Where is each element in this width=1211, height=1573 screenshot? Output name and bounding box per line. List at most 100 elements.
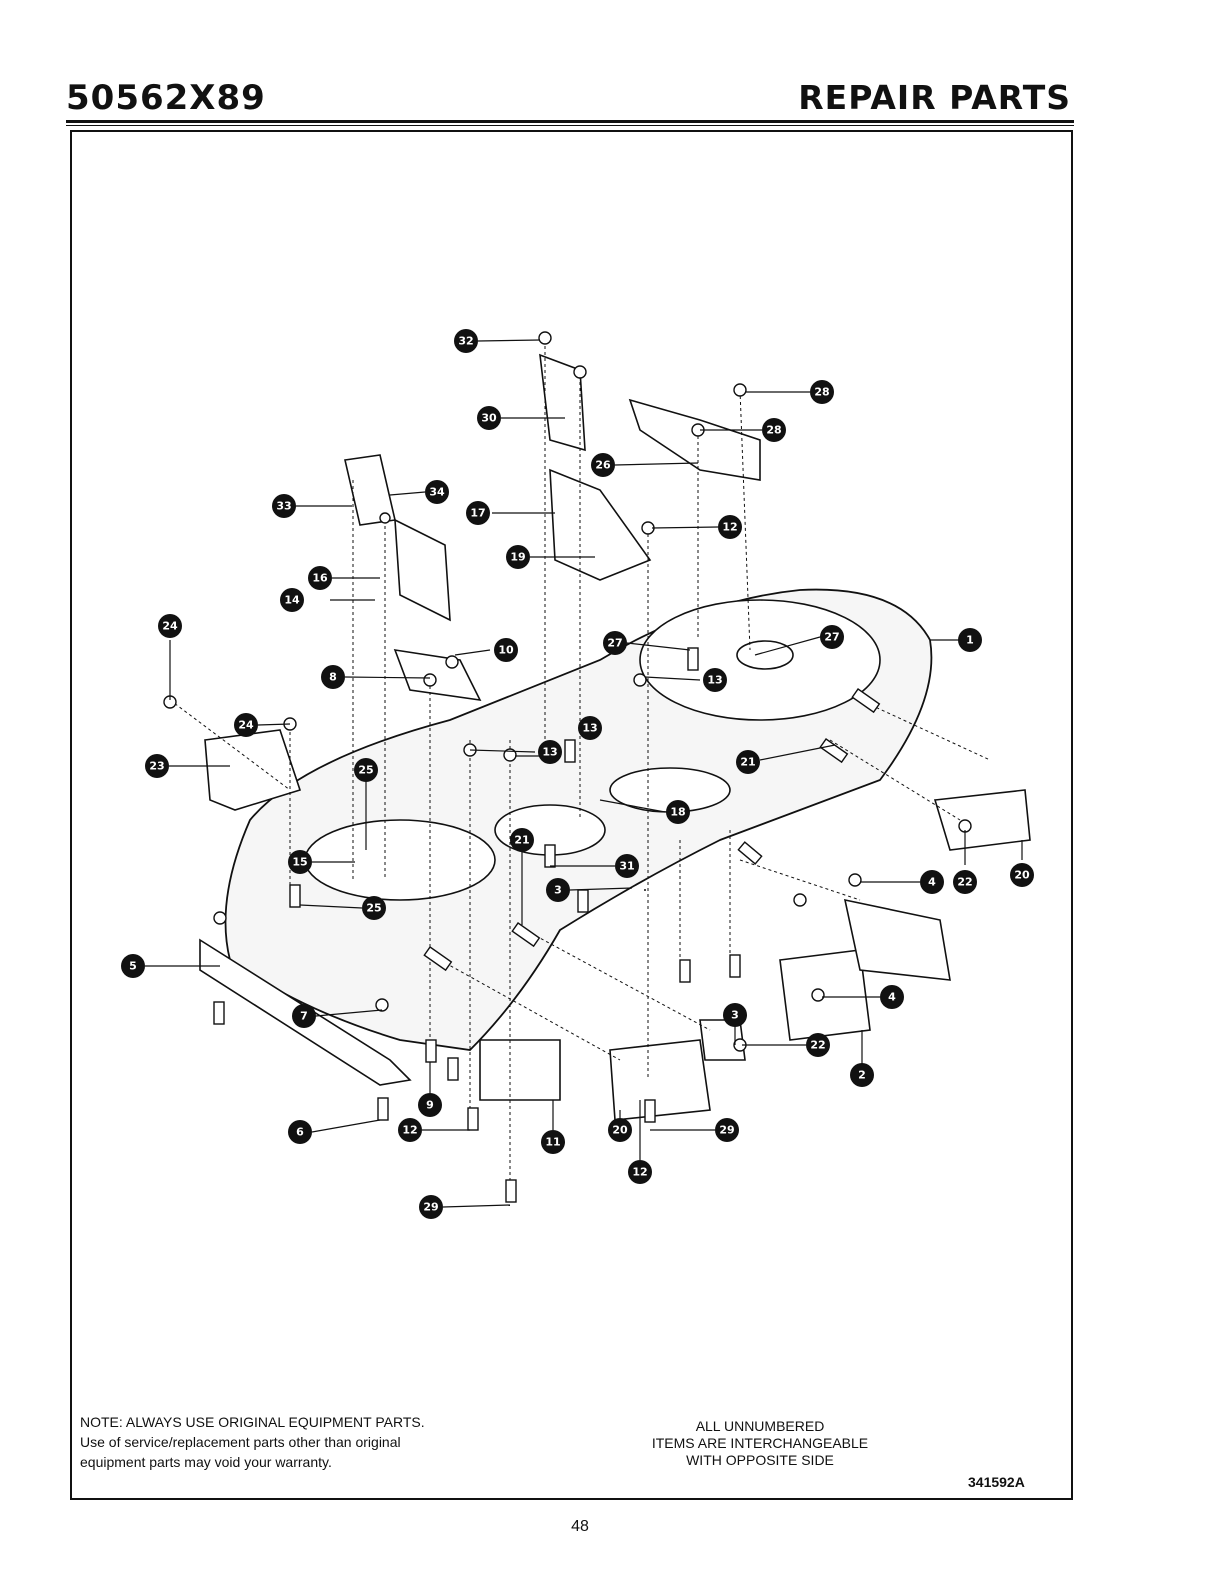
svg-text:25: 25 bbox=[366, 902, 381, 915]
right-spindle-hub bbox=[736, 640, 794, 670]
bracket-8 bbox=[393, 649, 482, 702]
callout-13: 13 bbox=[703, 668, 727, 692]
callout-9: 9 bbox=[418, 1093, 442, 1117]
callout-23: 23 bbox=[145, 754, 169, 778]
svg-text:2: 2 bbox=[858, 1069, 866, 1082]
svg-text:13: 13 bbox=[582, 722, 597, 735]
svg-text:34: 34 bbox=[429, 486, 445, 499]
callout-8: 8 bbox=[321, 665, 345, 689]
svg-text:13: 13 bbox=[707, 674, 722, 687]
bracket-4 bbox=[843, 898, 951, 981]
svg-text:22: 22 bbox=[810, 1039, 825, 1052]
callout-6: 6 bbox=[288, 1120, 312, 1144]
svg-text:15: 15 bbox=[292, 856, 307, 869]
svg-text:12: 12 bbox=[402, 1124, 417, 1137]
assembly-line bbox=[829, 739, 961, 821]
svg-text:7: 7 bbox=[300, 1010, 308, 1023]
svg-text:3: 3 bbox=[731, 1009, 739, 1022]
svg-text:4: 4 bbox=[888, 991, 896, 1004]
callout-22: 22 bbox=[953, 870, 977, 894]
callout-19: 19 bbox=[506, 545, 530, 569]
callout-18: 18 bbox=[666, 800, 690, 824]
svg-text:14: 14 bbox=[284, 594, 300, 607]
bracket-2 bbox=[779, 949, 871, 1041]
svg-text:19: 19 bbox=[510, 551, 525, 564]
callout-27: 27 bbox=[820, 625, 844, 649]
callout-24: 24 bbox=[234, 713, 258, 737]
callout-31: 31 bbox=[615, 854, 639, 878]
svg-text:27: 27 bbox=[824, 631, 839, 644]
callout-17: 17 bbox=[466, 501, 490, 525]
callout-20: 20 bbox=[1010, 863, 1034, 887]
svg-text:23: 23 bbox=[149, 760, 164, 773]
svg-text:33: 33 bbox=[276, 500, 291, 513]
callout-10: 10 bbox=[494, 638, 518, 662]
callout-34: 34 bbox=[425, 480, 449, 504]
interchangeable-note: ALL UNNUMBERED ITEMS ARE INTERCHANGEABLE… bbox=[600, 1418, 920, 1469]
callout-7: 7 bbox=[292, 1004, 316, 1028]
callout-12: 12 bbox=[398, 1118, 422, 1142]
header-rule-thin bbox=[66, 125, 1074, 126]
svg-text:17: 17 bbox=[470, 507, 485, 520]
callout-12: 12 bbox=[718, 515, 742, 539]
svg-text:20: 20 bbox=[612, 1124, 628, 1137]
callout-3: 3 bbox=[723, 1003, 747, 1027]
callout-25: 25 bbox=[354, 758, 378, 782]
page-header: 50562X89 REPAIR PARTS bbox=[0, 0, 1211, 130]
callout-3: 3 bbox=[644, 889, 646, 891]
callout-21: 21 bbox=[510, 828, 534, 852]
callout-32: 32 bbox=[454, 329, 478, 353]
callout-26: 26 bbox=[591, 453, 615, 477]
center-note-line: ITEMS ARE INTERCHANGEABLE bbox=[651, 1435, 869, 1451]
svg-text:3: 3 bbox=[554, 884, 562, 897]
svg-text:10: 10 bbox=[498, 644, 514, 657]
svg-text:21: 21 bbox=[514, 834, 529, 847]
svg-text:5: 5 bbox=[129, 960, 137, 973]
bracket-20-front bbox=[609, 1039, 711, 1121]
callout-29: 29 bbox=[715, 1118, 739, 1142]
callout-4: 4 bbox=[920, 870, 944, 894]
svg-text:29: 29 bbox=[719, 1124, 734, 1137]
svg-text:25: 25 bbox=[358, 764, 373, 777]
bracket-30 bbox=[539, 353, 586, 452]
hardware bbox=[163, 331, 972, 1203]
center-note-line: WITH OPPOSITE SIDE bbox=[686, 1452, 834, 1468]
svg-text:21: 21 bbox=[740, 756, 755, 769]
svg-text:27: 27 bbox=[607, 637, 622, 650]
svg-text:22: 22 bbox=[957, 876, 972, 889]
bracket-plate bbox=[394, 518, 451, 622]
page-number: 48 bbox=[571, 1518, 589, 1535]
warranty-note: NOTE: ALWAYS USE ORIGINAL EQUIPMENT PART… bbox=[80, 1412, 540, 1472]
svg-text:30: 30 bbox=[481, 412, 497, 425]
svg-text:1: 1 bbox=[966, 634, 974, 647]
callout-2: 2 bbox=[850, 1063, 874, 1087]
callout-21: 21 bbox=[736, 750, 760, 774]
assembly-line bbox=[739, 389, 751, 651]
callout-25: 25 bbox=[362, 896, 386, 920]
callout-16: 16 bbox=[308, 566, 332, 590]
bracket-26 bbox=[628, 398, 761, 481]
baffle-11 bbox=[479, 1039, 561, 1101]
svg-text:8: 8 bbox=[329, 671, 337, 684]
svg-text:24: 24 bbox=[238, 719, 254, 732]
header-rule bbox=[66, 120, 1074, 123]
svg-text:31: 31 bbox=[619, 860, 634, 873]
center-note-line: ALL UNNUMBERED bbox=[695, 1418, 825, 1434]
callout-3: 3 bbox=[546, 878, 570, 902]
callout-5: 5 bbox=[121, 954, 145, 978]
callout-1: 1 bbox=[958, 628, 982, 652]
section-title: REPAIR PARTS bbox=[798, 78, 1071, 117]
svg-text:28: 28 bbox=[766, 424, 781, 437]
svg-text:12: 12 bbox=[722, 521, 737, 534]
assembly-line bbox=[524, 929, 711, 1031]
diagram-frame bbox=[70, 130, 1073, 1500]
svg-text:28: 28 bbox=[814, 386, 829, 399]
svg-text:4: 4 bbox=[928, 876, 936, 889]
assembly-line bbox=[439, 959, 621, 1061]
callout-29: 29 bbox=[419, 1195, 443, 1219]
svg-text:26: 26 bbox=[595, 459, 611, 472]
assembly-line bbox=[169, 699, 291, 791]
svg-text:18: 18 bbox=[670, 806, 685, 819]
callout-27: 27 bbox=[603, 631, 627, 655]
